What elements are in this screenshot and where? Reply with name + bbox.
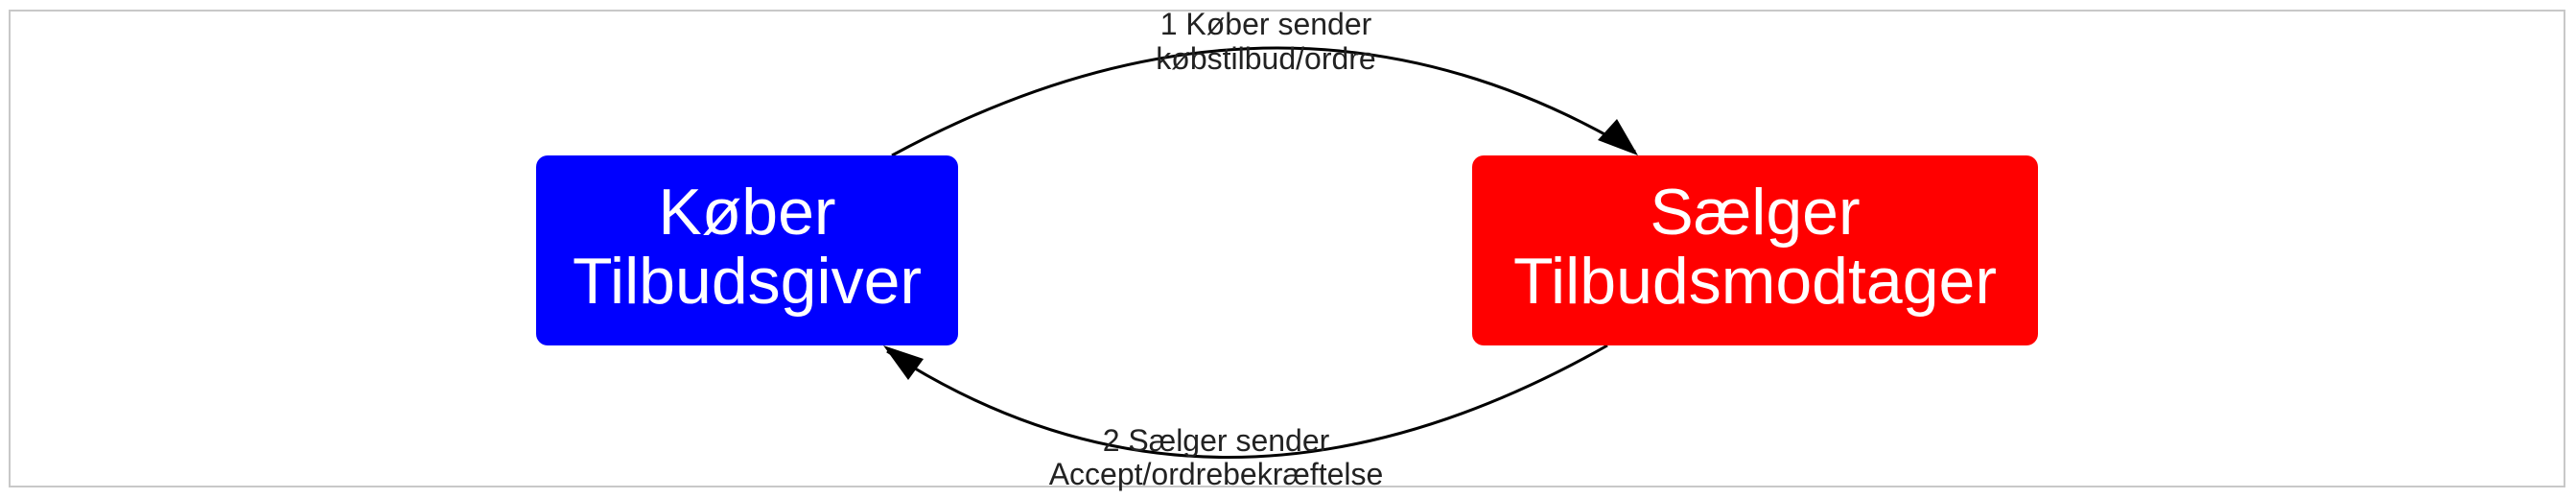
confirmation-label-line1: 2 Sælger sender [1103, 423, 1330, 458]
confirmation-arrow [886, 344, 1608, 459]
confirmation-edge-label: 2 Sælger sender Accept/ordrebekræftelse [1049, 423, 1384, 491]
buyer-node-box [536, 155, 958, 345]
seller-node-title: Sælger [1650, 176, 1860, 249]
confirmation-arrowhead [883, 345, 924, 380]
seller-node-subtitle: Tilbudsmodtager [1513, 245, 1997, 318]
seller-node-box [1472, 155, 2038, 345]
offer-edge-label: 1 Køber sender købstilbud/ordre [1156, 7, 1375, 76]
offer-arrowhead [1598, 119, 1638, 155]
offer-arrow [891, 46, 1636, 157]
buyer-node-subtitle: Tilbudsgiver [573, 245, 922, 318]
offer-label-line1: 1 Køber sender [1160, 7, 1372, 41]
buyer-node: Køber Tilbudsgiver [536, 155, 958, 345]
diagram-frame [9, 10, 2565, 487]
offer-label-line2: købstilbud/ordre [1156, 41, 1375, 76]
confirmation-label-line2: Accept/ordrebekræftelse [1049, 457, 1384, 491]
seller-node: Sælger Tilbudsmodtager [1472, 155, 2038, 345]
buyer-node-title: Køber [658, 176, 835, 249]
